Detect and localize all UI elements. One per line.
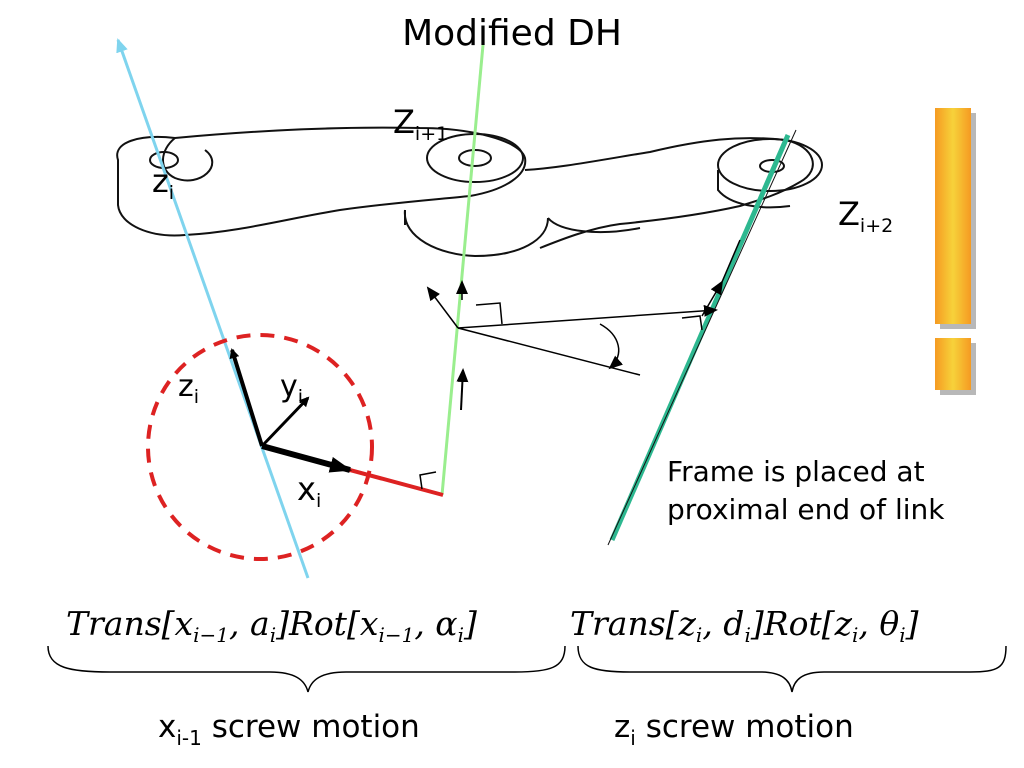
formula-x-screw: Trans[xi−1, ai]Rot[xi−1, αi] [66,604,477,647]
label-z-i-plus-1: Zi+1 [393,103,449,145]
label-frame-z: zi [178,369,200,408]
frame-x-axis [261,443,352,473]
frame-z-axis [229,348,264,447]
axis-zi-cyan [116,38,310,579]
underbraces [47,645,1007,693]
frame-axes [229,348,352,473]
label-z-screw-motion: zi screw motion [614,709,854,750]
brace-left [47,645,566,693]
exclamation-icon [935,108,976,395]
frame-highlight-circle [146,333,374,561]
label-z-i-link: zi [152,162,175,204]
label-z-i-plus-2: Zi+2 [838,195,894,237]
frame-y-axis [260,396,310,448]
link-left [116,126,527,237]
page-title: Modified DH [402,13,622,54]
link-right [524,137,814,249]
formula-z-screw: Trans[zi, di]Rot[zi, θi] [570,604,919,647]
axis-zi1-green [440,44,485,496]
label-x-screw-motion: xi-1 screw motion [158,709,420,750]
brace-right [577,645,1007,693]
label-frame-y: yi [280,369,304,408]
frame-note: Frame is placed at proximal end of link [667,455,945,526]
construction-lines [426,239,741,411]
label-frame-x: xi [297,470,322,512]
